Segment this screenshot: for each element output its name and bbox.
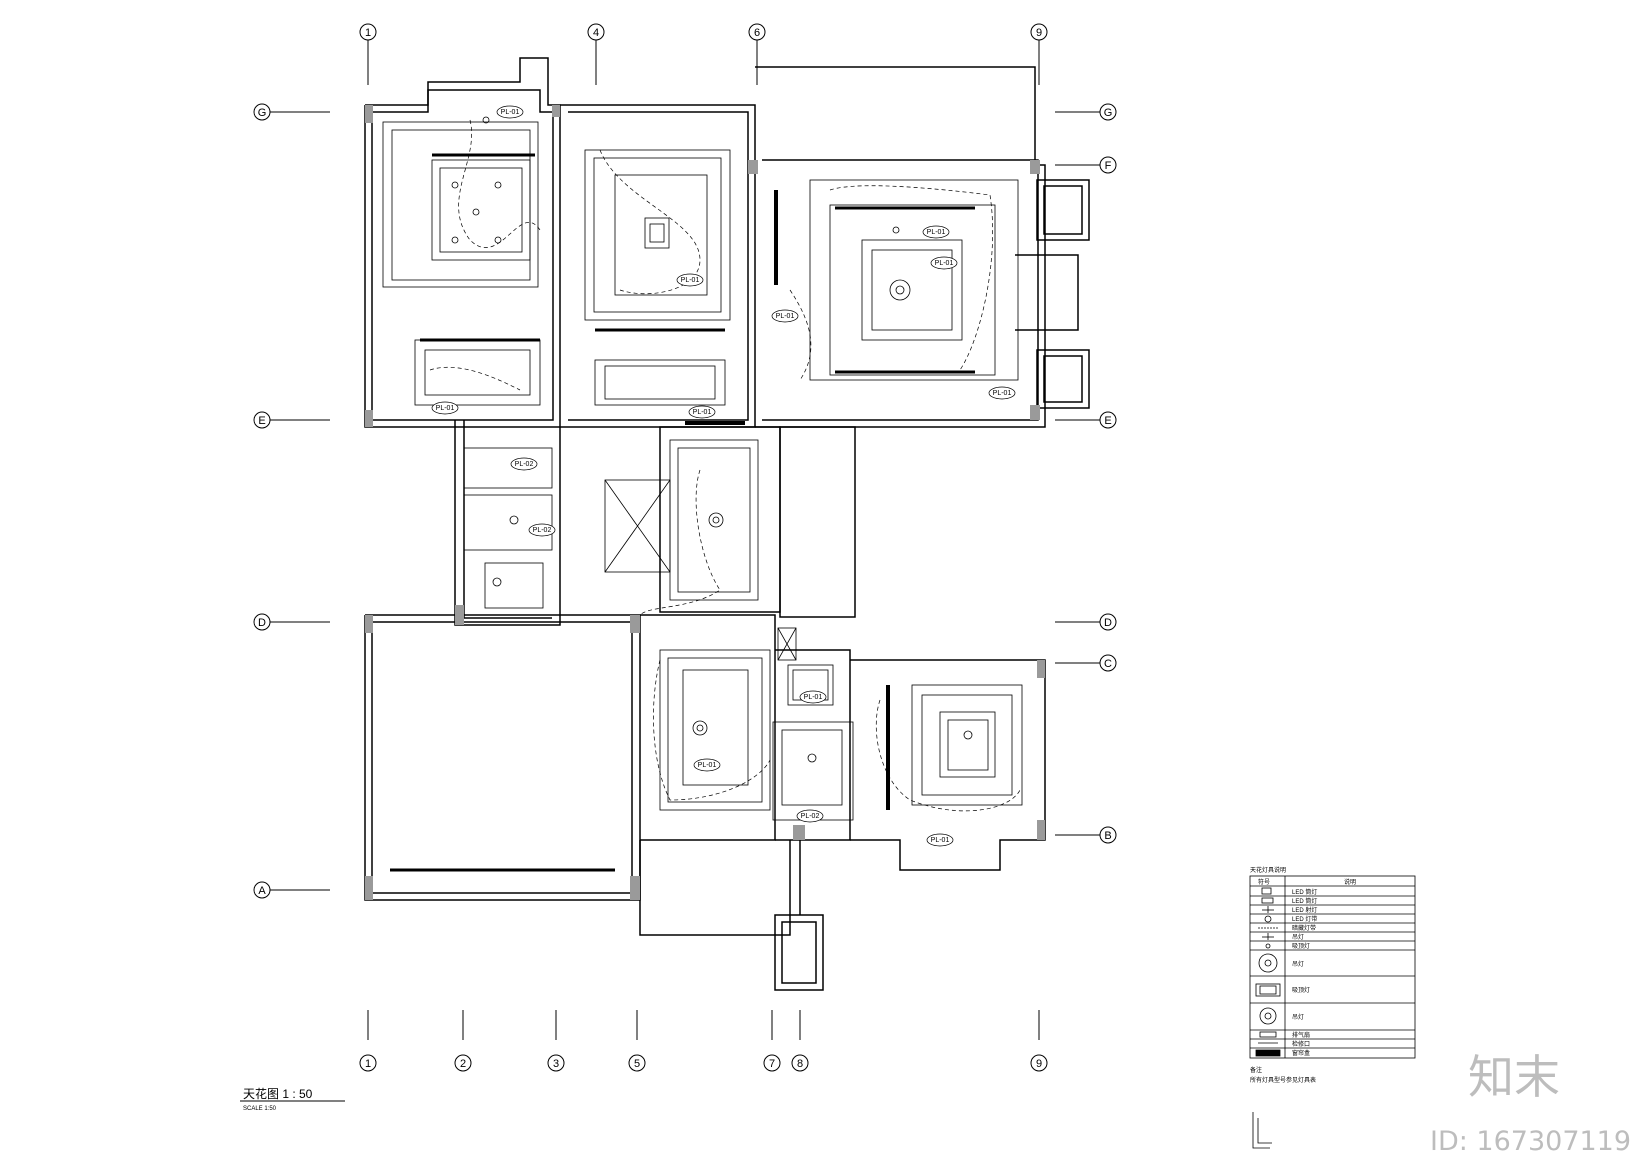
walls (364, 57, 1090, 991)
legend-col-symbol: 符号 (1258, 878, 1270, 886)
grid-label-top-9: 9 (1036, 27, 1042, 39)
legend-row-3: LED 射灯 (1292, 906, 1317, 914)
grid-label-bottom-2: 2 (460, 1058, 466, 1070)
lighting-circuits (429, 119, 1021, 812)
grid-label-left-d: D (258, 617, 266, 629)
legend-row-8: 吊灯 (1292, 960, 1304, 968)
room-tag-8: PL-02 (515, 461, 534, 468)
legend-heading: 天花灯具说明 (1250, 866, 1286, 874)
legend-row-13: 窗帘盒 (1292, 1049, 1310, 1057)
grid-label-left-e: E (258, 415, 265, 427)
legend-row-6: 吊灯 (1292, 933, 1304, 941)
grid-label-left-g: G (258, 107, 267, 119)
legend-row-11: 排气扇 (1292, 1031, 1310, 1039)
drawing-title-text: 天花图 1 : 50 (243, 1086, 313, 1101)
grid-label-top-1: 1 (365, 27, 371, 39)
legend-col-desc: 说明 (1344, 878, 1356, 886)
light-fixtures (451, 116, 973, 763)
grid-label-bottom-9: 9 (1036, 1058, 1042, 1070)
downlight-symbol-icon (1261, 887, 1272, 895)
room-tag-11: PL-01 (804, 694, 823, 701)
room-tags: PL-01 PL-01 PL-01 PL-01 PL-01 PL-01 PL-0… (431, 105, 1016, 847)
grid-label-top-4: 4 (593, 27, 599, 39)
grid-label-right-g: G (1104, 107, 1113, 119)
grid-label-left-a: A (258, 885, 266, 897)
grid-label-top-6: 6 (754, 27, 760, 39)
watermark-id: ID: 167307119 (1430, 1126, 1631, 1157)
legend-note-title: 备注 (1250, 1066, 1262, 1074)
room-tag-9: PL-02 (533, 527, 552, 534)
grid-label-right-f: F (1105, 160, 1112, 172)
grid-label-right-c: C (1104, 658, 1112, 670)
legend-row-5: 暗藏灯带 (1292, 924, 1316, 932)
ceiling-lamp-symbol-icon (1255, 983, 1281, 997)
room-tag-13: PL-01 (931, 837, 950, 844)
grid-axes (253, 23, 1117, 1072)
room-tag-5: PL-01 (436, 405, 455, 412)
room-tag-2: PL-01 (681, 277, 700, 284)
grid-label-bottom-8: 8 (797, 1058, 803, 1070)
ceiling-details (382, 121, 1023, 821)
room-tag-3: PL-01 (927, 229, 946, 236)
legend-note: 所有灯具型号参见灯具表 (1250, 1076, 1316, 1084)
room-tag-6: PL-01 (693, 409, 712, 416)
grid-label-bottom-5: 5 (634, 1058, 640, 1070)
watermark-brand: 知末 (1468, 1050, 1560, 1104)
room-tag-10: PL-01 (698, 762, 717, 769)
room-tag-7: PL-01 (993, 390, 1012, 397)
legend-table: 天花灯具说明 (1249, 866, 1416, 1149)
legend-row-4: LED 灯带 (1292, 915, 1317, 923)
grid-label-right-d: D (1104, 617, 1112, 629)
legend-row-2: LED 筒灯 (1292, 897, 1317, 905)
legend-row-10: 吊灯 (1292, 1013, 1304, 1021)
double-downlight-symbol-icon (1261, 897, 1274, 904)
grid-label-right-b: B (1104, 830, 1111, 842)
room-tag-1: PL-01 (501, 109, 520, 116)
grid-label-bottom-3: 3 (553, 1058, 559, 1070)
grid-label-right-e: E (1104, 415, 1111, 427)
legend-row-1: LED 筒灯 (1292, 888, 1317, 896)
drawing-scale-note: SCALE 1:50 (243, 1106, 277, 1112)
room-tag-12: PL-02 (801, 813, 820, 820)
room-tag-14: PL-01 (935, 260, 954, 267)
drawing-title: 天花图 1 : 50 SCALE 1:50 (240, 1086, 345, 1112)
room-tag-4: PL-01 (776, 313, 795, 320)
chandelier-symbol-icon (1258, 953, 1278, 973)
legend-row-9: 吸顶灯 (1292, 986, 1310, 994)
grid-label-bottom-1: 1 (365, 1058, 371, 1070)
watermark: 知末 ID: 167307119 (1430, 1050, 1631, 1157)
legend-row-7: 吸顶灯 (1292, 942, 1310, 950)
grid-labels: 1 4 6 9 1 2 3 5 7 8 9 G E D A G F E D C … (258, 27, 1113, 1070)
legend-row-12: 检修口 (1292, 1040, 1310, 1048)
grid-label-bottom-7: 7 (769, 1058, 775, 1070)
pendant-symbol-icon (1259, 1007, 1277, 1025)
